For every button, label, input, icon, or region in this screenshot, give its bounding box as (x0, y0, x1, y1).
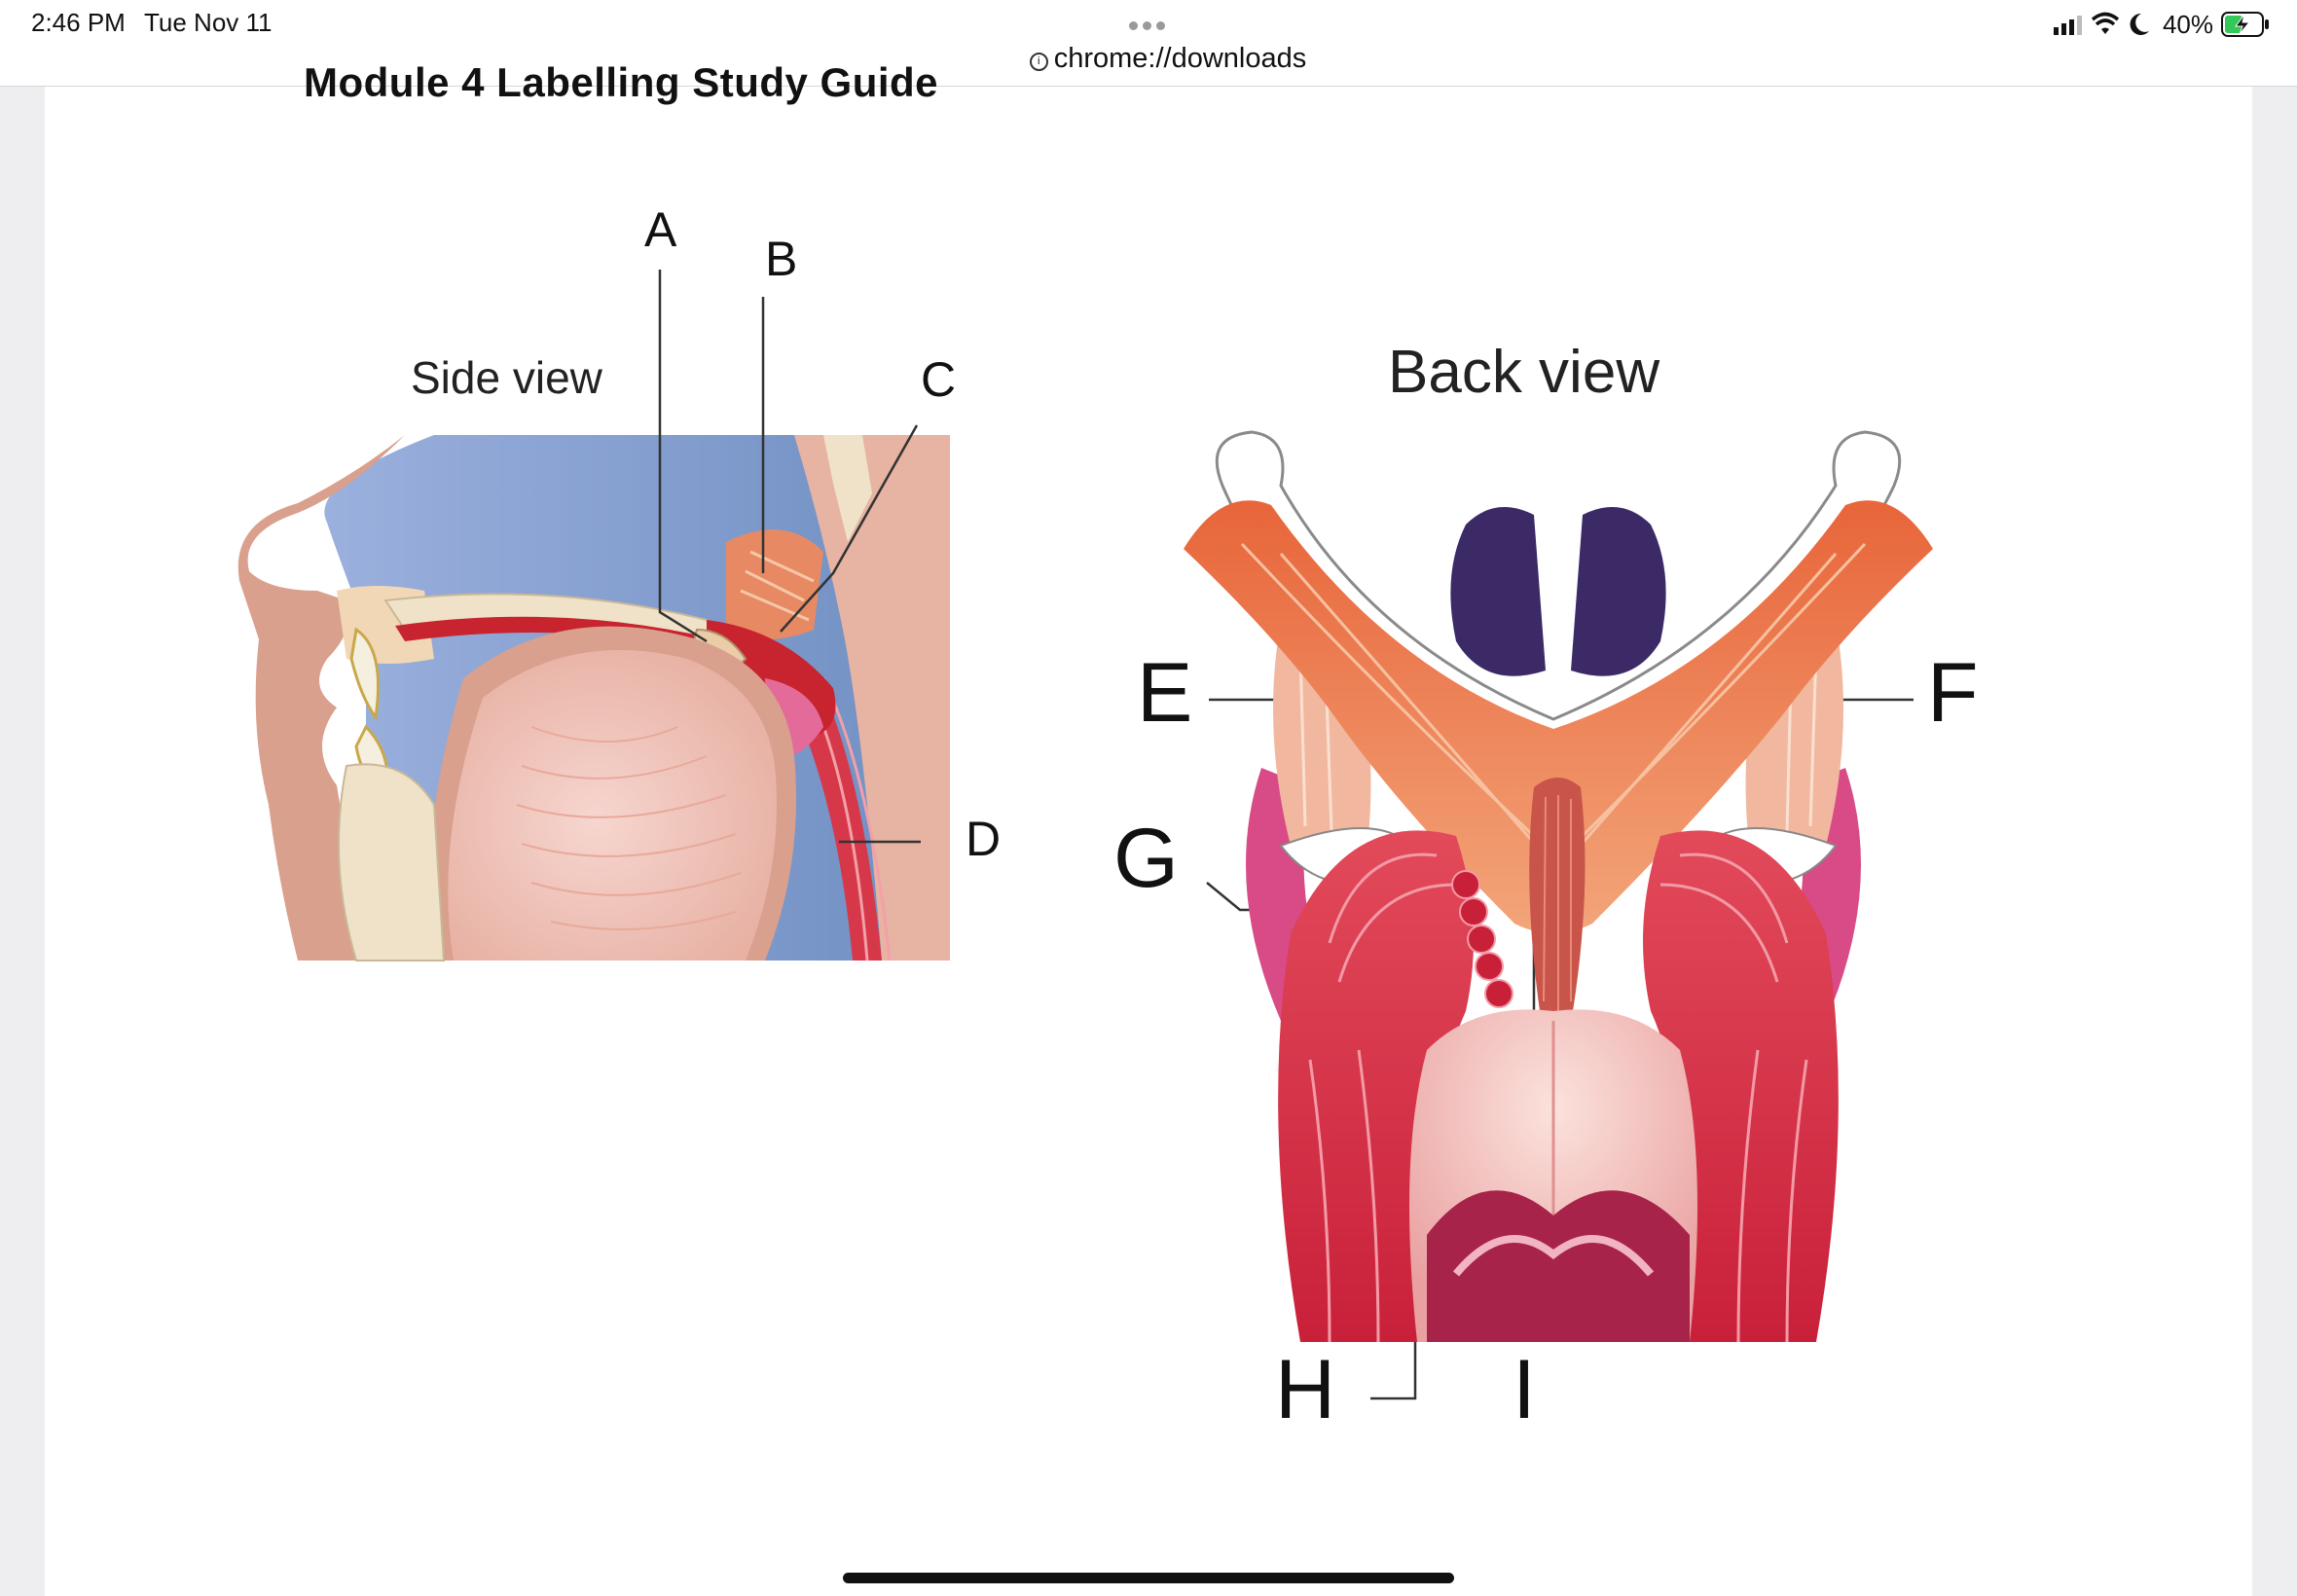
wifi-icon (2091, 12, 2120, 34)
back-view-illustration (1184, 430, 1933, 1343)
document-page: Module 4 Labelling Study Guide (45, 59, 2252, 1596)
label-b: B (765, 232, 798, 286)
back-view-title: Back view (1388, 339, 1660, 406)
label-a: A (644, 202, 677, 257)
battery-percent: 40% (2162, 9, 2213, 39)
side-view-title: Side view (411, 352, 602, 403)
side-view-illustration (237, 435, 950, 961)
multitasking-dots-icon[interactable] (1129, 18, 1172, 30)
moon-icon (2130, 13, 2149, 35)
info-icon[interactable]: i (1029, 53, 1048, 71)
battery-charging-icon (2221, 12, 2269, 37)
cellular-signal-icon (2053, 16, 2082, 35)
label-d: D (966, 812, 1002, 866)
label-c: C (921, 352, 957, 407)
label-e: E (1137, 646, 1193, 740)
label-g: G (1113, 812, 1179, 905)
status-time: 2:46 PM (31, 8, 126, 37)
system-icons: 40% (2053, 8, 2270, 41)
url-text: chrome://downloads (1053, 43, 1307, 74)
document-title: Module 4 Labelling Study Guide (304, 59, 939, 105)
label-f: F (1927, 646, 1979, 740)
home-indicator[interactable] (843, 1573, 1454, 1583)
status-bar: 2:46 PM Tue Nov 11 i chrome://downloads 4… (0, 0, 2297, 87)
label-i: I (1513, 1343, 1536, 1436)
address-bar[interactable]: i chrome://downloads (1012, 43, 1324, 75)
status-date: Tue Nov 11 (144, 8, 273, 37)
label-h: H (1275, 1343, 1336, 1436)
